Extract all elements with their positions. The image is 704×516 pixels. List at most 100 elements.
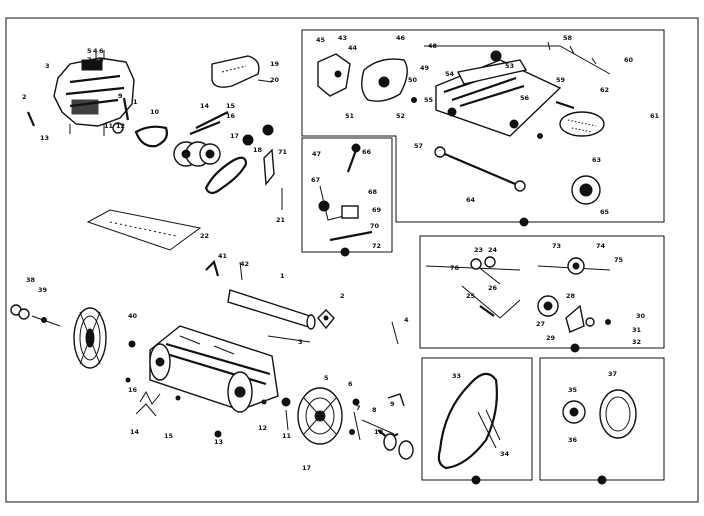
callout: 59 <box>556 76 566 84</box>
callout: 74 <box>596 242 606 250</box>
inset-reel-assembly <box>301 29 665 227</box>
reel-bearing <box>490 50 502 62</box>
callout: 64 <box>466 196 476 204</box>
roller-clip <box>205 259 220 277</box>
clutch-parts <box>425 256 611 333</box>
adjuster-lever <box>318 143 373 242</box>
callout: 17 <box>302 464 311 472</box>
callout: 56 <box>520 94 530 102</box>
callout: 16 <box>226 112 236 120</box>
callout: 44 <box>348 44 358 52</box>
callout: 62 <box>600 86 609 94</box>
callout: 65 <box>600 208 610 216</box>
callout: 12 <box>258 424 267 432</box>
body-rod <box>267 335 311 343</box>
callout: 3 <box>298 338 303 346</box>
callout: 2 <box>22 93 27 101</box>
inset-height-adjuster <box>301 137 393 257</box>
roller-screw <box>239 261 243 281</box>
callout: 37 <box>608 370 617 378</box>
callout: 40 <box>128 312 138 320</box>
callout: 35 <box>568 386 578 394</box>
wheel-hub-cap <box>128 340 136 348</box>
reel-wheel-small <box>571 175 601 205</box>
drive-belt <box>204 156 248 195</box>
drive-assembly <box>173 111 229 167</box>
engine-belt <box>134 125 168 148</box>
callout: 75 <box>614 256 624 264</box>
callout: 4 <box>404 316 409 324</box>
callout: 10 <box>374 428 384 436</box>
callout: 7 <box>87 56 92 64</box>
callout: 32 <box>632 338 641 346</box>
drive-bearing <box>242 134 254 146</box>
callout: 54 <box>445 70 455 78</box>
reel-axle <box>434 146 526 192</box>
callout: 72 <box>372 242 381 250</box>
callout: 1 <box>280 272 285 280</box>
callout: 73 <box>552 242 561 250</box>
callout: 9 <box>118 92 123 100</box>
callout: 14 <box>200 102 210 110</box>
callout: 69 <box>372 206 382 214</box>
callout: 2 <box>340 292 345 300</box>
deflector-sheet <box>86 209 202 251</box>
callout: 60 <box>624 56 634 64</box>
mower-body <box>149 325 279 413</box>
rear-wheel <box>73 307 107 369</box>
callout: 29 <box>546 334 556 342</box>
callout: 14 <box>130 428 140 436</box>
callout: 61 <box>650 112 660 120</box>
drive-bearing-2 <box>262 124 274 136</box>
callout: 20 <box>270 76 280 84</box>
callout: 39 <box>38 286 48 294</box>
callout: 66 <box>362 148 372 156</box>
inset-belt <box>421 357 533 485</box>
callout: 23 <box>474 246 483 254</box>
callout: 11 <box>104 122 114 130</box>
pulley-assembly <box>562 389 637 439</box>
callout: 49 <box>420 64 430 72</box>
reel-rod <box>424 41 611 75</box>
callout: 8 <box>372 406 377 414</box>
callout: 22 <box>200 232 209 240</box>
callout: 9 <box>390 400 395 408</box>
outer-frame <box>5 17 699 503</box>
callout: 13 <box>40 134 49 142</box>
callout: 21 <box>276 216 286 224</box>
roller-tube <box>227 289 316 330</box>
reel-side-plate <box>317 53 351 97</box>
reel-bed-knife <box>456 59 528 85</box>
callout: 58 <box>563 34 573 42</box>
callout: 33 <box>452 372 461 380</box>
callout: 3 <box>45 62 50 70</box>
callout: 11 <box>282 432 292 440</box>
callout: 10 <box>150 108 160 116</box>
callout: 6 <box>99 47 104 55</box>
callout: 5 <box>87 47 92 55</box>
engine-washer <box>112 122 124 134</box>
front-hub-parts <box>349 393 414 460</box>
callout: 24 <box>488 246 498 254</box>
front-hub-nut <box>281 397 291 407</box>
reel-link <box>555 100 575 110</box>
axle-stud <box>285 409 289 431</box>
callout: 30 <box>636 312 646 320</box>
callout: 27 <box>536 320 545 328</box>
callout: 31 <box>632 326 642 334</box>
callout: 63 <box>592 156 601 164</box>
left-wheel-parts <box>10 304 61 327</box>
adjust-knob <box>317 309 335 330</box>
callout: 19 <box>270 60 280 68</box>
callout: 13 <box>214 438 223 446</box>
reel-end-cap <box>559 111 605 137</box>
reel-housing <box>361 58 408 102</box>
callout: 50 <box>408 76 418 84</box>
callout: 15 <box>226 102 236 110</box>
callout: 48 <box>428 42 438 50</box>
inset-pulley <box>539 357 665 485</box>
callout: 47 <box>312 150 321 158</box>
guard-screw <box>257 79 273 83</box>
knob-pin <box>391 321 399 345</box>
